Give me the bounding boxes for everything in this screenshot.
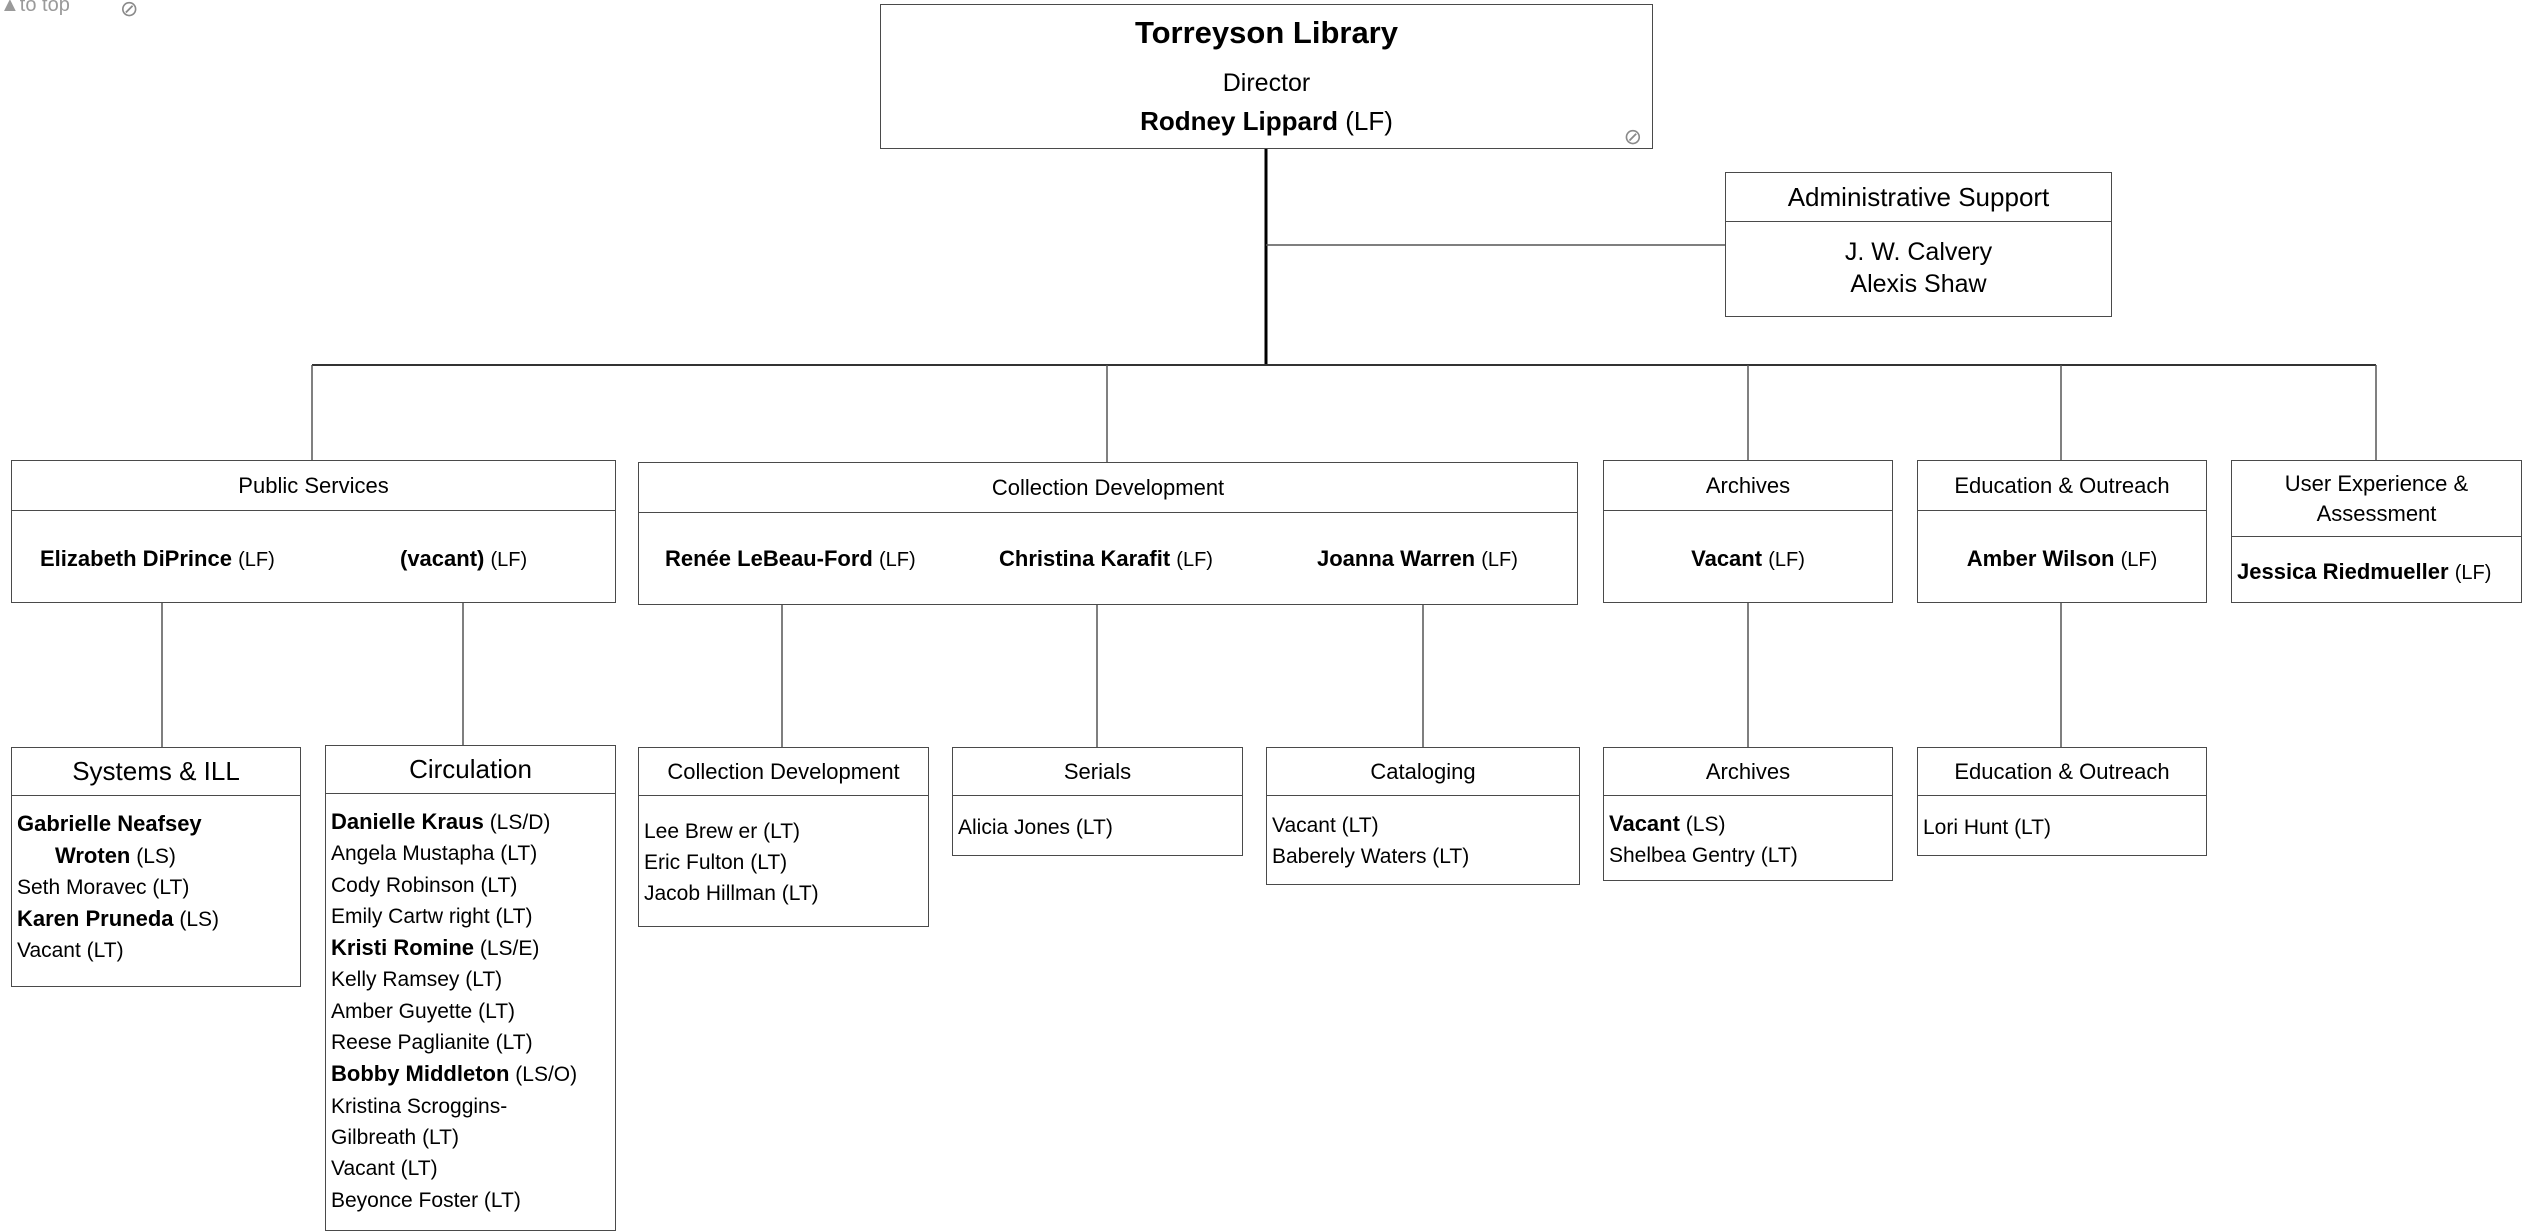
staff-member: Vacant (LT) <box>1272 814 1379 837</box>
unit-person: Elizabeth DiPrince (LF) <box>40 546 275 572</box>
dept-title: Circulation <box>326 746 615 794</box>
unit-person: (vacant) (LF) <box>400 546 527 572</box>
person-name: Jessica Riedmueller <box>2237 559 2449 584</box>
staff-member: Lori Hunt (LT) <box>1923 816 2051 839</box>
staff-member: Vacant (LT) <box>17 939 124 962</box>
staff-member: Karen Pruneda (LS) <box>17 906 220 931</box>
director-person: Rodney Lippard (LF) <box>881 106 1652 137</box>
person-tag: (LF) <box>238 549 275 571</box>
staff-member: Kristi Romine (LS/E) <box>331 935 540 961</box>
person-tag: (LF) <box>490 549 528 571</box>
dept-cataloging: Cataloging Vacant (LT) Baberely Waters (… <box>1266 747 1580 885</box>
unit-title: Education & Outreach <box>1918 461 2206 511</box>
staff-member: Alicia Jones (LT) <box>958 816 1113 839</box>
unit-education-outreach: Education & Outreach Amber Wilson (LF) <box>1917 460 2207 603</box>
director-name: Rodney Lippard <box>1140 106 1338 136</box>
admin-support-box: Administrative Support J. W. Calvery Ale… <box>1725 172 2112 317</box>
unit-user-experience: User Experience & Assessment Jessica Rie… <box>2231 460 2522 603</box>
unit-person: Amber Wilson (LF) <box>1918 546 2206 572</box>
staff-member: Beyonce Foster (LT) <box>331 1188 521 1212</box>
staff-member: Kristina Scroggins- <box>331 1094 508 1118</box>
dept-staff-list: Danielle Kraus (LS/D) Angela Mustapha (L… <box>326 794 615 1216</box>
dept-staff-list: Lori Hunt (LT) <box>1918 796 2206 843</box>
person-tag: (LF) <box>1481 549 1518 571</box>
director-box: Torreyson Library Director Rodney Lippar… <box>880 4 1653 149</box>
staff-member: Jacob Hillman (LT) <box>644 882 819 905</box>
staff-member: Emily Cartw right (LT) <box>331 904 533 928</box>
person-name: (vacant) <box>400 546 485 571</box>
dept-staff-list: Vacant (LT) Baberely Waters (LT) <box>1267 796 1579 872</box>
unit-title: Archives <box>1604 461 1892 511</box>
staff-member: Eric Fulton (LT) <box>644 851 788 874</box>
staff-member: Lee Brew er (LT) <box>644 820 801 843</box>
staff-member: Angela Mustapha (LT) <box>331 842 538 866</box>
link-icon[interactable]: ⊘ <box>120 0 139 21</box>
staff-member: Amber Guyette (LT) <box>331 999 516 1023</box>
dept-title: Archives <box>1604 748 1892 796</box>
unit-person: Renée LeBeau-Ford (LF) <box>665 546 916 572</box>
unit-title: User Experience & Assessment <box>2232 461 2521 537</box>
admin-name: J. W. Calvery <box>1844 238 1993 266</box>
dept-title: Cataloging <box>1267 748 1579 796</box>
dept-staff-list: Alicia Jones (LT) <box>953 796 1242 843</box>
unit-person: Jessica Riedmueller (LF) <box>2237 559 2491 585</box>
staff-member: Reese Paglianite (LT) <box>331 1031 533 1055</box>
dept-staff-list: Lee Brew er (LT) Eric Fulton (LT) Jacob … <box>639 796 928 909</box>
unit-archives: Archives Vacant (LF) <box>1603 460 1893 603</box>
staff-member: Baberely Waters (LT) <box>1272 845 1470 868</box>
staff-member: Kelly Ramsey (LT) <box>331 968 503 992</box>
dept-education-outreach: Education & Outreach Lori Hunt (LT) <box>1917 747 2207 856</box>
dept-collection-development: Collection Development Lee Brew er (LT) … <box>638 747 929 927</box>
org-title: Torreyson Library <box>1134 15 1398 50</box>
person-name: Elizabeth DiPrince <box>40 546 232 571</box>
person-name: Amber Wilson <box>1966 546 2115 571</box>
person-tag: (LF) <box>878 549 916 571</box>
dept-title: Collection Development <box>639 748 928 796</box>
unit-title: Public Services <box>12 461 615 511</box>
staff-member: Danielle Kraus (LS/D) <box>331 809 551 834</box>
staff-member: Vacant (LT) <box>331 1157 438 1181</box>
person-tag: (LF) <box>2120 549 2158 571</box>
admin-name: Alexis Shaw <box>1850 270 1987 298</box>
dept-title: Education & Outreach <box>1918 748 2206 796</box>
staff-member: Gabrielle Neafsey <box>17 811 202 836</box>
staff-member: Bobby Middleton (LS/O) <box>331 1061 578 1087</box>
staff-member: Shelbea Gentry (LT) <box>1609 844 1798 867</box>
person-tag: (LF) <box>1176 549 1213 571</box>
to-top-link[interactable]: ▲to top <box>0 0 70 16</box>
unit-public-services: Public Services Elizabeth DiPrince (LF) … <box>11 460 616 603</box>
person-tag: (LF) <box>2454 562 2492 584</box>
staff-member: Gilbreath (LT) <box>331 1125 459 1149</box>
person-name: Joanna Warren <box>1317 546 1476 571</box>
person-name: Christina Karafit <box>999 546 1171 571</box>
dept-title: Serials <box>953 748 1242 796</box>
unit-person: Vacant (LF) <box>1604 546 1892 572</box>
unit-person: Christina Karafit (LF) <box>999 546 1213 572</box>
unit-title: Collection Development <box>639 463 1577 513</box>
admin-names: J. W. Calvery Alexis Shaw <box>1726 222 2111 300</box>
person-name: Renée LeBeau-Ford <box>665 546 873 571</box>
person-tag: (LF) <box>1768 549 1805 571</box>
dept-staff-list: Gabrielle Neafsey Wroten (LS) Seth Morav… <box>12 796 300 966</box>
dept-systems-ill: Systems & ILL Gabrielle Neafsey Wroten (… <box>11 747 301 987</box>
staff-member: Seth Moravec (LT) <box>17 876 190 899</box>
director-role: Director <box>1222 69 1311 97</box>
staff-member: Vacant (LS) <box>1609 811 1726 836</box>
link-icon[interactable]: ⊘ <box>1623 124 1642 149</box>
director-tag: (LF) <box>1345 106 1393 136</box>
dept-staff-list: Vacant (LS) Shelbea Gentry (LT) <box>1604 796 1892 871</box>
unit-person: Joanna Warren (LF) <box>1317 546 1518 572</box>
dept-title: Systems & ILL <box>12 748 300 796</box>
dept-circulation: Circulation Danielle Kraus (LS/D) Angela… <box>325 745 616 1231</box>
dept-archives: Archives Vacant (LS) Shelbea Gentry (LT) <box>1603 747 1893 881</box>
staff-member: Wroten (LS) <box>55 843 176 868</box>
person-name: Vacant <box>1691 546 1763 571</box>
unit-collection-development: Collection Development Renée LeBeau-Ford… <box>638 462 1578 605</box>
admin-title: Administrative Support <box>1726 173 2111 222</box>
dept-serials: Serials Alicia Jones (LT) <box>952 747 1243 856</box>
staff-member: Cody Robinson (LT) <box>331 873 518 897</box>
